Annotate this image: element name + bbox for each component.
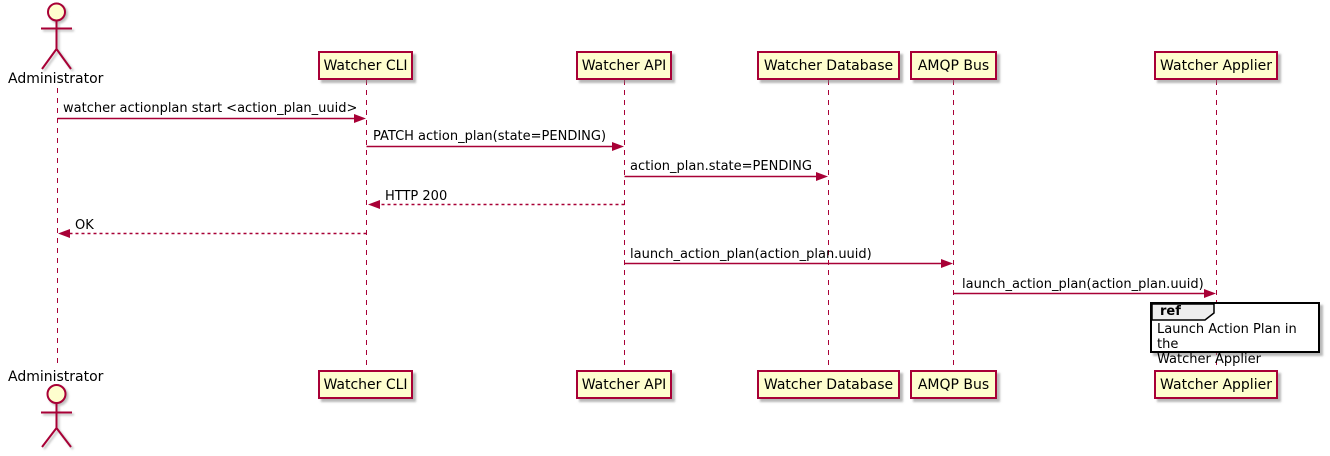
actor-label-bottom: Administrator bbox=[8, 369, 104, 385]
participant-bottom-watcher-database: Watcher Database bbox=[757, 370, 900, 399]
message-arrowhead-1 bbox=[354, 114, 366, 123]
message-arrowhead-3 bbox=[816, 172, 828, 181]
participant-top-watcher-api: Watcher API bbox=[576, 51, 672, 80]
message-label-3: action_plan.state=PENDING bbox=[630, 159, 812, 174]
message-label-7: launch_action_plan(action_plan.uuid) bbox=[962, 277, 1204, 292]
ref-text-line-1: Launch Action Plan in the bbox=[1157, 322, 1297, 352]
ref-tab-shape bbox=[1151, 303, 1215, 321]
ref-tab-pentagon bbox=[1151, 303, 1215, 321]
ref-fragment: ref Launch Action Plan in the Watcher Ap… bbox=[1150, 302, 1320, 367]
participant-top-watcher-cli: Watcher CLI bbox=[318, 51, 413, 80]
message-arrowhead-4 bbox=[368, 200, 380, 209]
actor-leg-left bbox=[41, 48, 58, 70]
message-label-2: PATCH action_plan(state=PENDING) bbox=[373, 129, 607, 144]
participant-top-watcher-applier: Watcher Applier bbox=[1154, 51, 1278, 80]
message-label-1: watcher actionplan start <action_plan_uu… bbox=[63, 101, 358, 116]
actor-figure-top bbox=[41, 2, 72, 70]
message-arrowhead-7 bbox=[1204, 289, 1216, 298]
ref-text-line-2: Watcher Applier bbox=[1157, 352, 1261, 367]
message-arrowhead-6 bbox=[941, 259, 953, 268]
lifelines bbox=[57, 80, 1217, 370]
participant-bottom-watcher-api: Watcher API bbox=[576, 370, 672, 399]
actor-head bbox=[46, 384, 67, 404]
actor-figure-bottom bbox=[41, 384, 72, 448]
ref-tab-label: ref bbox=[1160, 304, 1181, 319]
message-arrows: Watcher CLI (dashed return) --> Administ… bbox=[57, 114, 1216, 298]
participant-bottom-amqp-bus: AMQP Bus bbox=[910, 370, 997, 399]
message-label-5: OK bbox=[75, 218, 94, 233]
message-label-4: HTTP 200 bbox=[385, 189, 448, 204]
participant-top-watcher-database: Watcher Database bbox=[757, 51, 900, 80]
actor-head bbox=[47, 2, 66, 22]
actor-leg-right bbox=[55, 427, 72, 448]
actor-leg-left bbox=[41, 427, 58, 448]
participant-bottom-watcher-applier: Watcher Applier bbox=[1154, 370, 1278, 399]
actor-leg-right bbox=[55, 48, 72, 70]
message-arrowhead-5 bbox=[58, 229, 70, 238]
actor-label-top: Administrator bbox=[8, 71, 104, 87]
participant-bottom-watcher-cli: Watcher CLI bbox=[318, 370, 413, 399]
message-label-6: launch_action_plan(action_plan.uuid) bbox=[630, 247, 872, 262]
message-arrowhead-2 bbox=[612, 142, 624, 151]
participant-top-amqp-bus: AMQP Bus bbox=[910, 51, 997, 80]
